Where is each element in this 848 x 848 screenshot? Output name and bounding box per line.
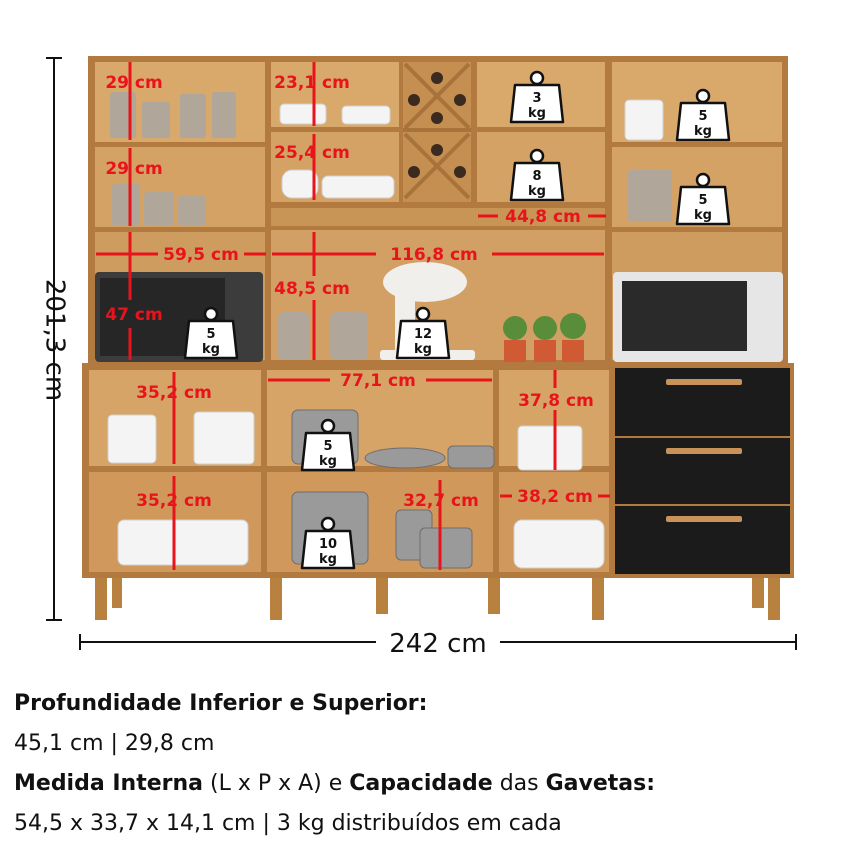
dim-25-4: 25,4 cm (274, 143, 350, 163)
dim-29-second: 29 cm (105, 159, 162, 179)
svg-text:12: 12 (414, 327, 432, 342)
wine-rack-cross (403, 62, 471, 200)
dim-44-8: 44,8 cm (505, 207, 581, 227)
svg-text:5: 5 (323, 439, 332, 454)
dim-77-1: 77,1 cm (340, 371, 416, 391)
legs (95, 578, 780, 620)
svg-text:kg: kg (319, 454, 337, 469)
drawer-1 (615, 368, 790, 436)
drawer-3-handle (666, 516, 742, 522)
weight-badge-5kg-mid-right: 5 kg (675, 172, 731, 226)
tableware (107, 99, 664, 569)
dim-116-8: 116,8 cm (390, 245, 477, 265)
overall-dimension-lines (46, 57, 797, 650)
upper-center-panel (271, 208, 605, 226)
overall-width-label: 242 cm (389, 629, 487, 659)
svg-text:kg: kg (414, 342, 432, 357)
internal-measure-line: Medida Interna (L x P x A) e Capacidade … (14, 770, 655, 798)
dim-23-1: 23,1 cm (274, 73, 350, 93)
depth-values: 45,1 cm | 29,8 cm (14, 731, 215, 756)
weight-badge-12kg: 12 kg (395, 306, 451, 360)
dim-47: 47 cm (105, 305, 162, 325)
svg-text:kg: kg (319, 552, 337, 567)
svg-text:5: 5 (206, 327, 215, 342)
svg-text:kg: kg (528, 106, 546, 121)
weight-badge-5kg-lower: 5 kg (300, 418, 356, 472)
svg-text:5: 5 (698, 109, 707, 124)
measure-label: Medida Interna (14, 771, 203, 796)
dim-29-top: 29 cm (105, 73, 162, 93)
microwave-right-window (622, 281, 747, 351)
drawer-2 (615, 438, 790, 504)
weight-badge-3kg: 3 kg (509, 70, 565, 124)
svg-text:10: 10 (319, 537, 337, 552)
wine-bottles (408, 72, 466, 178)
svg-text:kg: kg (528, 184, 546, 199)
weight-badge-5kg-microwave: 5 kg (183, 306, 239, 360)
dim-32-7: 32,7 cm (403, 491, 479, 511)
weight-badge-5kg-top-right: 5 kg (675, 88, 731, 142)
dim-59-5: 59,5 cm (163, 245, 239, 265)
svg-text:5: 5 (698, 193, 707, 208)
overall-height-label: 201,3 cm (40, 279, 70, 401)
svg-text:3: 3 (532, 91, 541, 106)
dim-35-2-bottom: 35,2 cm (136, 491, 212, 511)
measure-dims-label: (L x P x A) e (203, 771, 350, 796)
drawer-1-handle (666, 379, 742, 385)
capacity-label: Capacidade (349, 771, 493, 796)
of-label: das (492, 771, 546, 796)
drawers-label: Gavetas: (545, 771, 656, 796)
dim-38-2: 38,2 cm (517, 487, 593, 507)
plants (503, 313, 586, 362)
internal-dimension-lines (96, 62, 610, 570)
svg-text:kg: kg (202, 342, 220, 357)
weight-badges: 3 kg 5 kg 8 kg 5 kg 5 kg (183, 70, 731, 570)
weight-badge-8kg: 8 kg (509, 148, 565, 202)
svg-text:kg: kg (694, 124, 712, 139)
internal-dimension-labels: 29 cm 23,1 cm 29 cm 25,4 cm 44,8 cm 59,5… (105, 73, 594, 511)
internal-measure-values: 54,5 x 33,7 x 14,1 cm | 3 kg distribuído… (14, 811, 562, 836)
dim-48-5: 48,5 cm (274, 279, 350, 299)
dim-35-2-top: 35,2 cm (136, 383, 212, 403)
drawer-2-handle (666, 448, 742, 454)
dim-37-8: 37,8 cm (518, 391, 594, 411)
weight-badge-10kg: 10 kg (300, 516, 356, 570)
depth-title: Profundidade Inferior e Superior: (14, 691, 428, 716)
svg-text:8: 8 (532, 169, 541, 184)
svg-text:kg: kg (694, 208, 712, 223)
